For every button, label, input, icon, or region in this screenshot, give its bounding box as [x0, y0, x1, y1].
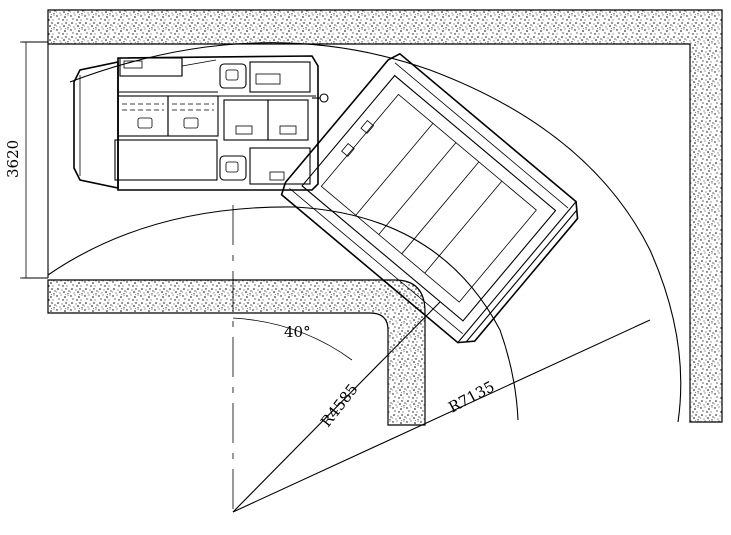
- outer-radius-line: [232, 319, 651, 513]
- radius-lines: [232, 301, 651, 513]
- angle-label: 40°: [284, 323, 311, 341]
- inner-radius-label: R4585: [317, 380, 362, 430]
- width-dimension-label: 3620: [4, 140, 22, 178]
- angle-indicator: 40°: [232, 317, 353, 361]
- outer-radius-label: R7135: [445, 377, 497, 416]
- vehicle-rear-unit: [280, 52, 579, 344]
- vehicle-front-unit: [73, 55, 329, 191]
- tunnel-wall-outer: [47, 9, 723, 423]
- tunnel-wall-inner: [47, 279, 426, 426]
- inner-turning-arc: [47, 206, 519, 421]
- width-dimension: 3620: [4, 41, 32, 279]
- outer-turning-arc: [69, 42, 682, 423]
- inner-radius-line: [232, 301, 441, 513]
